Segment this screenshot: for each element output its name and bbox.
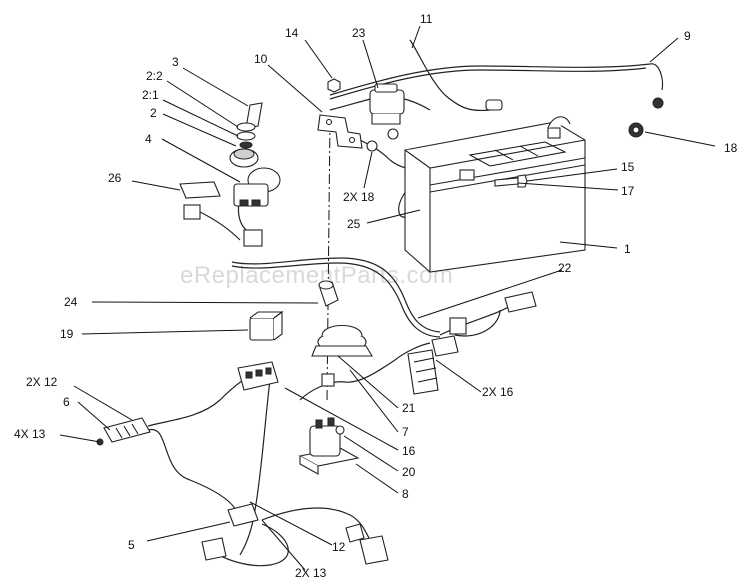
callout-24: 24 (64, 295, 78, 309)
callout-17: 17 (621, 184, 635, 198)
callout-8: 8 (402, 487, 409, 501)
callout-23: 23 (352, 26, 366, 40)
battery (404, 116, 586, 273)
connector-part (243, 229, 263, 247)
callout-22: 22 (558, 261, 572, 275)
alignment-line (326, 119, 331, 401)
connector-block (407, 317, 467, 395)
watermark: eReplacementParts.com (180, 262, 453, 289)
callout-2x16: 2X 16 (482, 385, 514, 399)
callout-4: 4 (145, 132, 152, 146)
callout-2x13: 2X 13 (295, 566, 327, 580)
callout-9: 9 (684, 29, 691, 43)
callout-15: 15 (621, 160, 635, 174)
callout-4x13: 4X 13 (14, 427, 46, 441)
relay (249, 310, 284, 341)
callout-6: 6 (63, 395, 70, 409)
cable-terminal (485, 99, 503, 111)
callout-2x12: 2X 12 (26, 375, 58, 389)
solenoid-cap (311, 325, 373, 357)
connector-part (321, 373, 335, 387)
callout-5: 5 (128, 538, 135, 552)
switch-body (233, 167, 281, 207)
callout-labels: 14 23 11 9 3 10 2:2 2:1 2 18 4 26 2X 18 … (14, 12, 738, 580)
ring-terminal (366, 140, 378, 152)
connector-part (504, 291, 537, 313)
callout-21: 21 (402, 401, 416, 415)
bracket-plate (317, 114, 363, 149)
callout-2: 2 (150, 106, 157, 120)
fuse-holder (369, 83, 405, 125)
callout-3: 3 (172, 55, 179, 69)
terminal-boot (318, 280, 339, 307)
ring-terminal (387, 128, 399, 140)
callout-20: 20 (402, 465, 416, 479)
callout-11: 11 (420, 12, 433, 26)
callout-7: 7 (402, 425, 409, 439)
callout-12: 12 (332, 540, 346, 554)
callout-1: 1 (624, 242, 631, 256)
nut-part (327, 78, 341, 93)
callout-18: 18 (724, 141, 738, 155)
callout-16: 16 (402, 444, 416, 458)
leader-lines (59, 25, 716, 571)
wire-harness (147, 39, 664, 567)
ignition-switch (229, 102, 263, 168)
callout-14: 14 (285, 26, 299, 40)
callout-2-2: 2:2 (146, 69, 163, 83)
callout-25: 25 (347, 217, 361, 231)
connector-part (183, 204, 201, 220)
connector-part (179, 181, 221, 199)
callout-26: 26 (108, 171, 122, 185)
callout-19: 19 (60, 327, 74, 341)
connector-part (345, 523, 389, 565)
connector-block (237, 361, 279, 391)
callout-2-1: 2:1 (142, 88, 159, 102)
cable-terminal (652, 97, 664, 109)
callout-2x18: 2X 18 (343, 190, 375, 204)
callout-10: 10 (254, 52, 268, 66)
starter-solenoid (298, 417, 360, 475)
terminal-bolt (494, 174, 528, 188)
connector-part (96, 417, 151, 446)
connector-part (201, 503, 259, 561)
